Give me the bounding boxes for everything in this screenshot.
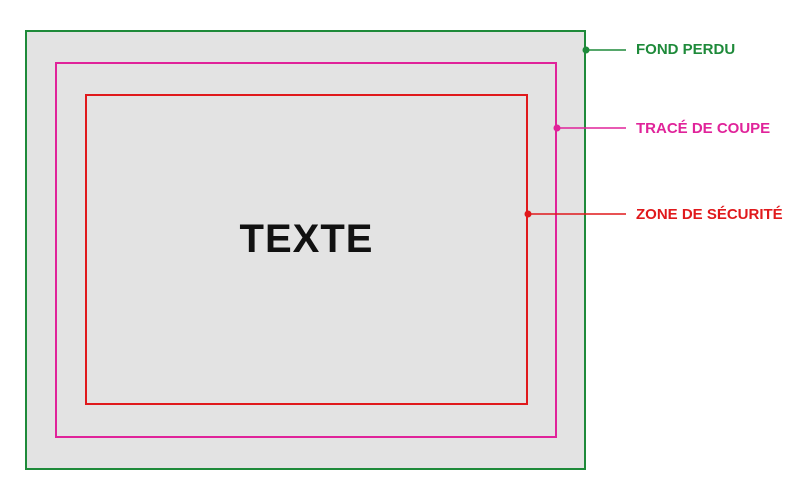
trim-label: TRACÉ DE COUPE [636,120,771,137]
safety-zone-frame [85,94,528,405]
bleed-frame [25,30,586,470]
center-text: TEXTE [239,217,374,261]
bleed-label: FOND PERDU [636,41,736,58]
safe-zone-label: ZONE DE SÉCURITÉ [636,206,783,223]
trim-frame [55,62,557,438]
bleed-callout-leader [582,46,626,54]
